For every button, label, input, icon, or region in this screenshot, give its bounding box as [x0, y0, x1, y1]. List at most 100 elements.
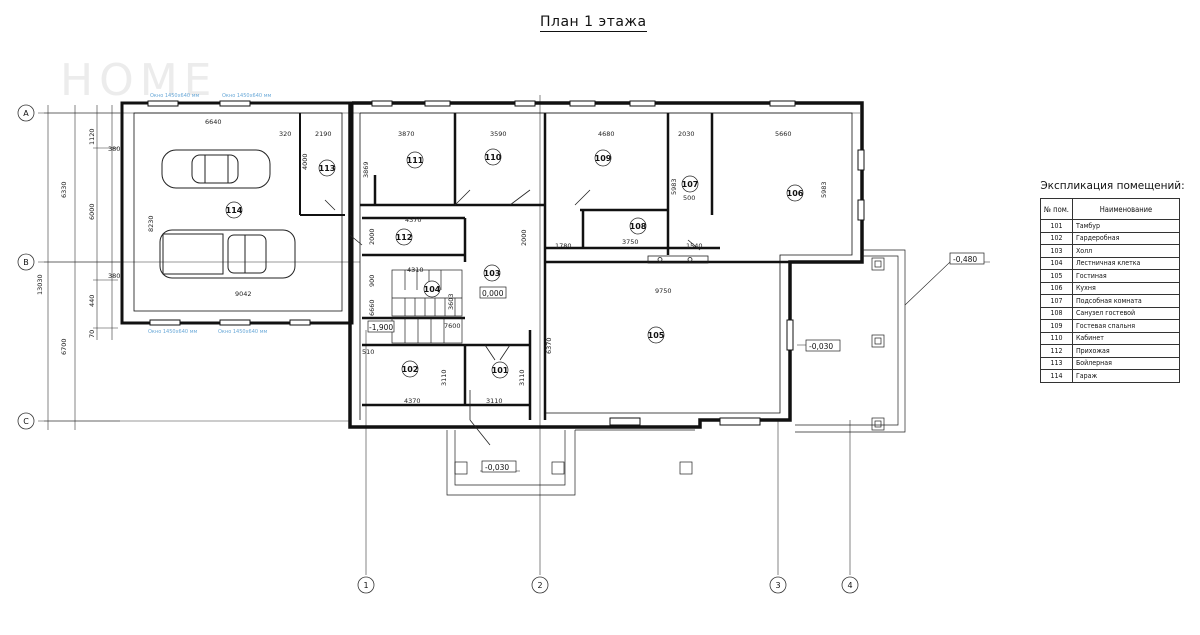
left-dimension-lines — [44, 105, 120, 430]
interior-walls — [360, 113, 790, 420]
right-terrace — [795, 249, 906, 433]
garage-inner-partition — [299, 113, 345, 216]
room-number: 112 — [1040, 344, 1073, 358]
dim-label: 3870 — [398, 130, 415, 138]
room-name: Тамбур — [1071, 219, 1181, 233]
axis-label-c: C — [23, 417, 29, 426]
axis-bubbles — [17, 104, 859, 594]
dim-label: 6640 — [205, 118, 222, 126]
dim-label: 2000 — [520, 229, 528, 246]
room-name: Подсобная комната — [1071, 294, 1181, 308]
room-name: Лестничная клетка — [1071, 256, 1181, 270]
dim-label: 6330 — [60, 181, 68, 198]
room-number: 114 — [1040, 369, 1073, 383]
legend-header-row: № пом. Наименование — [1040, 198, 1181, 220]
dim-label: 3603 — [447, 293, 455, 310]
room-104-tag: 104 — [424, 285, 441, 294]
dim-label: 70 — [88, 330, 96, 338]
room-number: 102 — [1040, 231, 1073, 245]
dim-label: 4370 — [405, 216, 422, 224]
staircase — [391, 269, 463, 344]
room-number: 110 — [1040, 331, 1073, 345]
dim-label: 13030 — [36, 274, 44, 295]
room-number: 113 — [1040, 356, 1073, 370]
room-tags — [225, 148, 804, 379]
axis-label-2: 2 — [537, 581, 542, 590]
room-109-tag: 109 — [595, 154, 612, 163]
dim-label: 9750 — [655, 287, 672, 295]
room-name: Гардеробная — [1071, 231, 1181, 245]
car-pickup-icon — [159, 229, 296, 279]
dim-label: 6370 — [545, 337, 553, 354]
room-number: 107 — [1040, 294, 1073, 308]
dim-label: 900 — [368, 275, 376, 287]
room-name: Гараж — [1071, 369, 1181, 383]
dim-label: 380 — [108, 145, 120, 153]
dim-label: 5983 — [820, 181, 828, 198]
dim-label: 2190 — [315, 130, 332, 138]
dim-label: 1540 — [686, 242, 703, 250]
dim-label: 4680 — [598, 130, 615, 138]
dim-label: 3110 — [440, 369, 448, 386]
dim-label: 8230 — [147, 215, 155, 232]
window-note: Окно 1450х640 мм — [150, 93, 199, 99]
dim-label: 6660 — [368, 299, 376, 316]
room-number: 109 — [1040, 319, 1073, 333]
dim-label: 2000 — [368, 228, 376, 245]
door-swings — [324, 189, 701, 446]
room-102-tag: 102 — [402, 365, 419, 374]
dim-label: 5660 — [775, 130, 792, 138]
dim-label: 2030 — [678, 130, 695, 138]
room-number: 108 — [1040, 306, 1073, 320]
watermark-text: HOME — [60, 55, 217, 106]
room-number: 105 — [1040, 269, 1073, 283]
level-boxes — [367, 252, 985, 473]
dim-label: 6000 — [88, 203, 96, 220]
window-note: Окно 1450х640 мм — [218, 329, 267, 335]
room-name: Гостиная — [1071, 269, 1181, 283]
dim-label: 4310 — [407, 266, 424, 274]
drawing-title: План 1 этажа — [540, 14, 647, 32]
room-name: Бойлерная — [1071, 356, 1181, 370]
room-101-tag: 101 — [492, 366, 509, 375]
legend-col-name: Наименование — [1071, 198, 1181, 220]
windows — [147, 100, 865, 426]
legend-col-num: № пом. — [1040, 198, 1073, 220]
room-108-tag: 108 — [630, 222, 647, 231]
car-sedan-icon — [161, 149, 271, 189]
front-porch — [446, 429, 695, 496]
dim-label: 1780 — [555, 242, 572, 250]
room-name: Холл — [1071, 244, 1181, 258]
room-schedule-legend: Экспликация помещений: № пом. Наименован… — [1040, 180, 1185, 383]
dim-label: 3110 — [518, 369, 526, 386]
dim-label: 500 — [683, 194, 695, 202]
dim-label: 3869 — [362, 161, 370, 178]
dim-label: 3110 — [486, 397, 503, 405]
room-number: 101 — [1040, 219, 1073, 233]
room-113-tag: 113 — [319, 164, 336, 173]
axis-label-4: 4 — [847, 581, 852, 590]
axis-label-a: A — [23, 109, 29, 118]
room-103-tag: 103 — [484, 269, 501, 278]
dim-label: 320 — [279, 130, 291, 138]
dim-label: 5983 — [670, 178, 678, 195]
dim-label: 510 — [362, 348, 374, 356]
dim-label: 6700 — [60, 338, 68, 355]
level-terrace: -0,030 — [809, 342, 833, 351]
room-107-tag: 107 — [682, 180, 699, 189]
grid-axes — [38, 95, 860, 575]
dim-label: 440 — [88, 295, 96, 307]
house-inner-outline — [359, 112, 853, 420]
dim-label: 7600 — [444, 322, 461, 330]
room-number: 103 — [1040, 244, 1073, 258]
window-note: Окно 1450х640 мм — [222, 93, 271, 99]
level-leaders — [480, 261, 990, 472]
